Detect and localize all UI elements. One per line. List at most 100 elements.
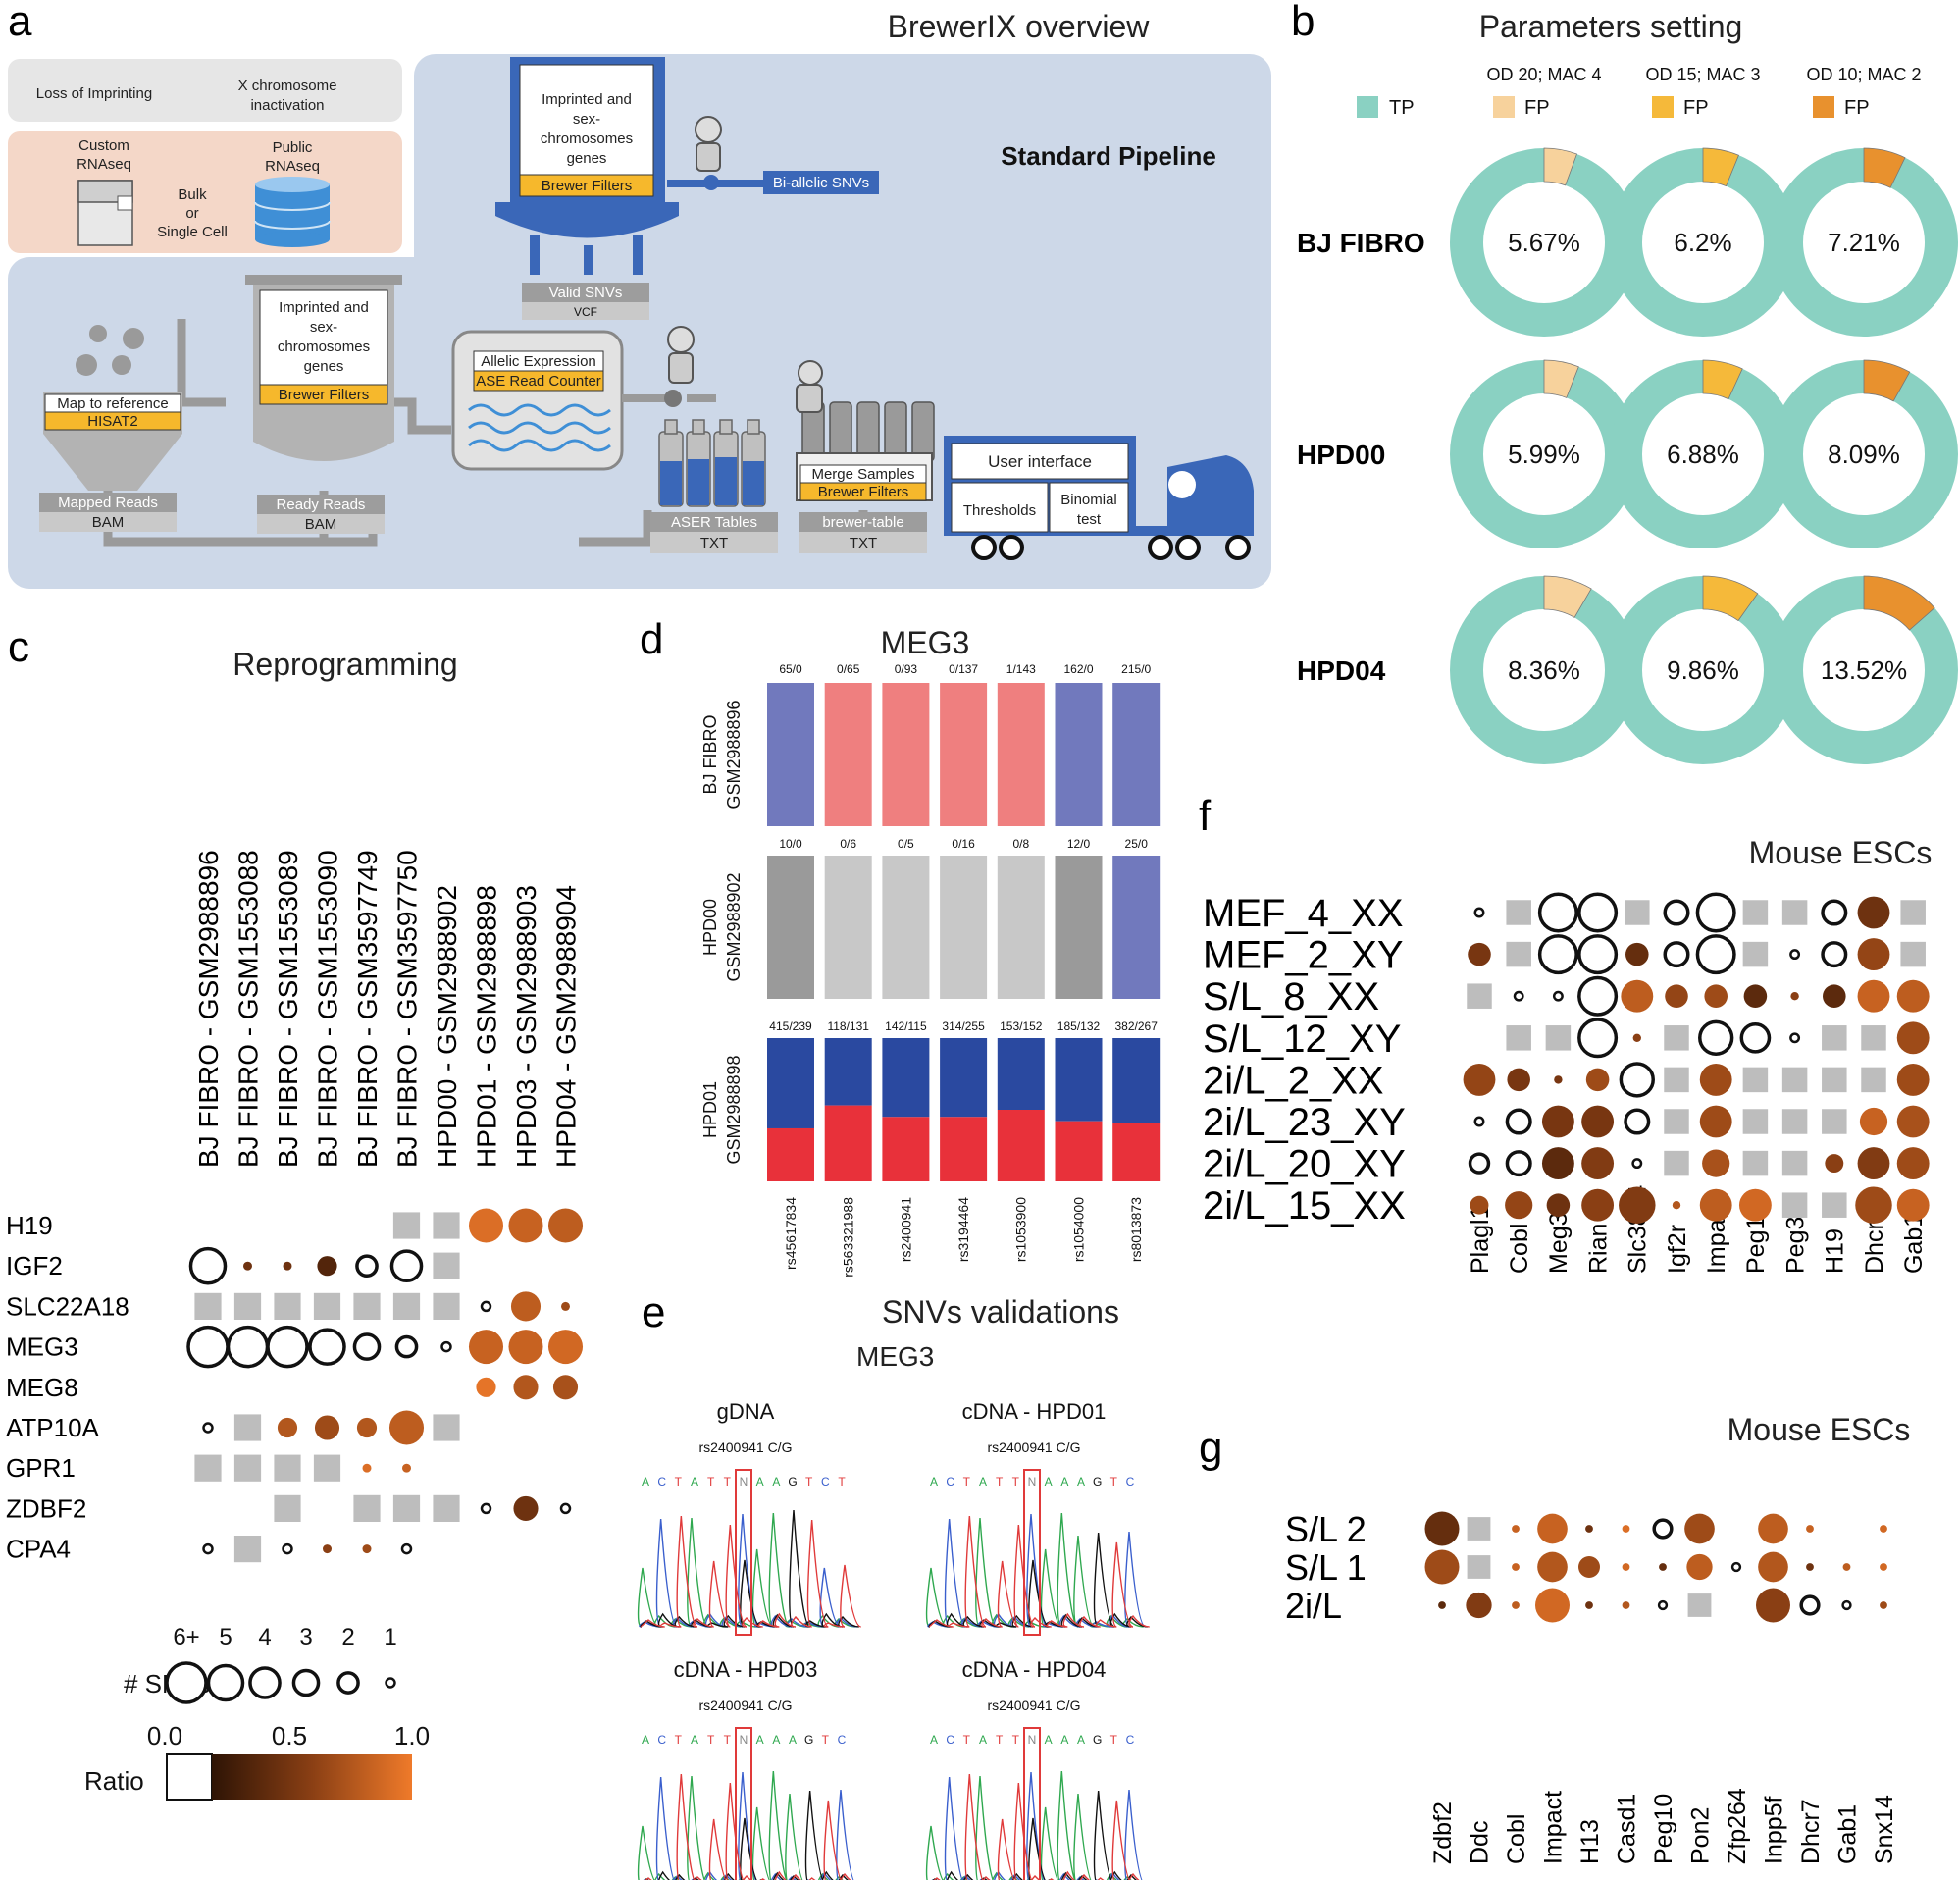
reprog-cell-6-1 bbox=[233, 1454, 262, 1482]
public-label-2: RNAseq bbox=[265, 158, 320, 175]
reprog-cell-8-5 bbox=[400, 1542, 413, 1555]
mouse-f-cell-3-8 bbox=[1789, 1032, 1801, 1044]
reprog-gene-1: IGF2 bbox=[6, 1251, 63, 1280]
mouse-f-col-2: Meg3 bbox=[1545, 1212, 1573, 1274]
mouse-f-cell-3-9 bbox=[1822, 1025, 1847, 1051]
binomial-label-1: Binomial bbox=[1060, 492, 1117, 508]
aser-txt-bar bbox=[650, 532, 778, 553]
trace-highlight-1 bbox=[1023, 1469, 1041, 1636]
donut-value-0-2: 7.21% bbox=[1828, 228, 1900, 257]
mouse-f-cell-0-3 bbox=[1577, 892, 1619, 933]
trace-line-3-2 bbox=[932, 1790, 1138, 1880]
mouse-f-cell-7-4 bbox=[1619, 1186, 1656, 1224]
mouse-f-cell-0-4 bbox=[1625, 900, 1650, 925]
reprog-cell-2-1 bbox=[233, 1292, 262, 1320]
mouse-g-row-1: S/L 1 bbox=[1285, 1547, 1367, 1588]
trace-base-3-4: T bbox=[996, 1733, 1004, 1747]
public-label-1: Public bbox=[273, 139, 313, 156]
mouse-f-cell-7-5 bbox=[1672, 1201, 1681, 1210]
mouse-f-cell-3-6 bbox=[1698, 1019, 1734, 1056]
donut-value-0-1: 6.2% bbox=[1674, 228, 1731, 257]
meg3-snp-3: rs3194464 bbox=[955, 1197, 971, 1262]
mouse-g-cell-2-5 bbox=[1622, 1601, 1630, 1609]
reprog-gene-2: SLC22A18 bbox=[6, 1291, 129, 1321]
meg3-snp-2: rs2400941 bbox=[898, 1197, 913, 1262]
mouse-f-cell-2-7 bbox=[1743, 984, 1768, 1008]
mouse-f-cell-1-5 bbox=[1663, 941, 1690, 968]
ratio-legend: Ratio 0.0 0.5 1.0 bbox=[84, 1721, 430, 1801]
ratio-zero-swatch bbox=[166, 1753, 213, 1801]
meg3-bar-alt-2-5 bbox=[1055, 1038, 1103, 1122]
ready-bam-label: BAM bbox=[305, 516, 337, 533]
mouse-f-cell-5-9 bbox=[1822, 1109, 1847, 1134]
trace-base-0-0: A bbox=[642, 1475, 649, 1488]
standard-pipeline-label: Standard Pipeline bbox=[1001, 141, 1216, 171]
database-icon bbox=[254, 177, 331, 247]
reprog-cell-3-1 bbox=[226, 1325, 270, 1369]
reprog-cell-6-2 bbox=[274, 1454, 301, 1482]
mouse-f-col-1: Cobl bbox=[1506, 1224, 1533, 1274]
trace-base-2-6: N bbox=[740, 1733, 748, 1747]
mouse-g-cell-1-11 bbox=[1842, 1563, 1851, 1571]
mouse-g-cell-0-9 bbox=[1758, 1513, 1788, 1544]
trace-base-0-9: G bbox=[788, 1475, 797, 1488]
mouse-g-cell-0-7 bbox=[1684, 1513, 1715, 1544]
meg3-bar-1-6 bbox=[1112, 856, 1161, 999]
fp-label-1: FP bbox=[1683, 97, 1709, 119]
reprog-cell-5-0 bbox=[202, 1422, 214, 1434]
mouse-f-cell-7-9 bbox=[1822, 1192, 1847, 1218]
trace-base-3-7: A bbox=[1045, 1733, 1053, 1747]
trace-base-3-1: C bbox=[946, 1733, 954, 1747]
trace-base-0-5: T bbox=[724, 1475, 732, 1488]
params-title: Parameters setting bbox=[1479, 9, 1743, 44]
reprog-cell-2-5 bbox=[392, 1292, 421, 1320]
meg3-snp-0: rs45617834 bbox=[783, 1197, 799, 1270]
mouse-g-cell-0-1 bbox=[1467, 1517, 1491, 1541]
reprog-cell-7-2 bbox=[274, 1494, 301, 1522]
panel-f: f Mouse ESCs MEF_4_XXMEF_2_XYS/L_8_XXS/L… bbox=[1199, 792, 1932, 1274]
mouse-g-cell-1-2 bbox=[1512, 1563, 1520, 1571]
reprog-cell-6-3 bbox=[313, 1454, 341, 1482]
mouse-f-cell-5-4 bbox=[1624, 1108, 1651, 1135]
trace-rs-0: rs2400941 C/G bbox=[699, 1439, 793, 1455]
mouse-g-col-2: Cobl bbox=[1503, 1814, 1530, 1864]
trace-line-1-3 bbox=[929, 1515, 1150, 1628]
meg3-count-1-5: 12/0 bbox=[1067, 837, 1091, 851]
trace-base-1-1: C bbox=[946, 1475, 954, 1488]
mouse-g-cell-2-3 bbox=[1535, 1588, 1570, 1623]
size-legend-label-1: 5 bbox=[219, 1624, 232, 1650]
panel-a: a BrewerIX overview Standard Pipeline Lo… bbox=[8, 0, 1271, 589]
mouse-f-cell-6-6 bbox=[1702, 1149, 1730, 1177]
trace-base-2-7: A bbox=[756, 1733, 764, 1747]
trace-base-2-0: A bbox=[642, 1733, 649, 1747]
size-legend-circle-5 bbox=[385, 1677, 396, 1689]
mouse-f-cell-4-3 bbox=[1585, 1068, 1610, 1092]
reprog-column-3: BJ FIBRO - GSM1553090 bbox=[312, 850, 342, 1168]
meg3-bar-1-1 bbox=[824, 856, 872, 999]
meg3-bar-1-2 bbox=[882, 856, 930, 999]
meg3-bar-ref-2-6 bbox=[1112, 1123, 1161, 1181]
mouse-g-cell-1-4 bbox=[1578, 1556, 1600, 1578]
mouse-f-col-9: H19 bbox=[1822, 1228, 1849, 1274]
tp-label: TP bbox=[1389, 97, 1415, 119]
mouse-g-col-10: Dhcr7 bbox=[1797, 1799, 1825, 1864]
mouse-f-cell-1-11 bbox=[1900, 941, 1926, 967]
mouse-f-col-5: Igf2r bbox=[1664, 1225, 1691, 1274]
reprog-cell-6-4 bbox=[362, 1463, 372, 1473]
mouse-f-cell-4-0 bbox=[1463, 1063, 1496, 1096]
mouse-g-cell-0-4 bbox=[1585, 1525, 1593, 1533]
reprog-cell-7-8 bbox=[513, 1495, 539, 1521]
hisat2-label: HISAT2 bbox=[87, 413, 137, 430]
mouse-f-cell-7-8 bbox=[1781, 1192, 1808, 1218]
mouse-f-cell-1-2 bbox=[1537, 934, 1578, 975]
reprog-cell-2-7 bbox=[480, 1300, 492, 1313]
reprog-cell-3-5 bbox=[394, 1334, 419, 1359]
mouse-g-cell-0-0 bbox=[1424, 1511, 1460, 1546]
reprog-gene-0: H19 bbox=[6, 1211, 53, 1240]
meg3-count-0-4: 1/143 bbox=[1006, 662, 1036, 676]
mouse-f-cell-4-2 bbox=[1554, 1075, 1563, 1084]
trace-base-2-3: A bbox=[691, 1733, 698, 1747]
mouse-g-cell-1-3 bbox=[1537, 1551, 1568, 1583]
